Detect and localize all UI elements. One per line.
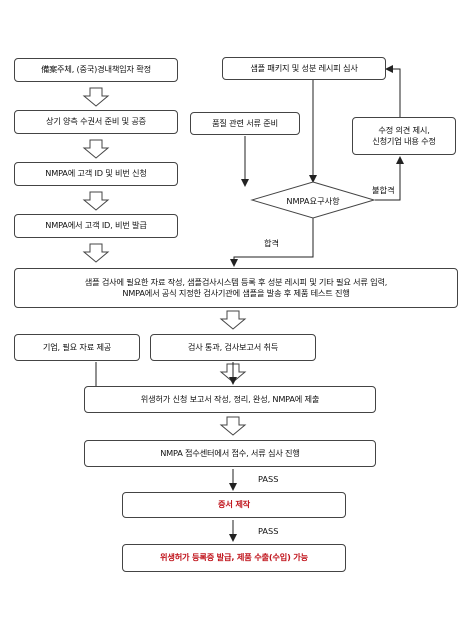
step-test-report: 검사 통과, 검사보고서 취득	[150, 334, 316, 361]
block-arrow-5	[219, 310, 247, 330]
decision-label: NMPA요구사항	[286, 196, 340, 206]
arrow-revise	[385, 65, 401, 117]
revision-line-1: 수정 의견 제시,	[378, 124, 430, 135]
arrow-pass-to-s5	[230, 218, 314, 267]
step-certificate: 증서 제작	[122, 492, 346, 518]
step-revision: 수정 의견 제시, 신청기업 내용 수정	[352, 117, 456, 155]
step-power-of-attorney: 상기 양측 수권서 준비 및 공증	[14, 110, 178, 134]
step-sample-testing: 샘플 검사에 필요한 자료 작성, 샘플검사시스템 등록 후 성분 레시피 및 …	[14, 268, 458, 308]
block-arrow-1	[82, 87, 110, 107]
block-arrow-7	[219, 416, 247, 436]
pass-kr-label: 합격	[264, 238, 280, 248]
step-id-issued: NMPA에서 고객 ID, 비번 발급	[14, 214, 178, 238]
step-quality-docs: 품질 관련 서류 준비	[190, 112, 300, 135]
fail-label: 불합격	[372, 185, 395, 195]
step-company-data: 기업, 필요 자료 제공	[14, 334, 140, 361]
step-submit-report: 위생허가 신청 보고서 작성, 정리, 완성, NMPA에 제출	[84, 386, 376, 413]
block-arrow-3	[82, 191, 110, 211]
pass-label-1: PASS	[258, 474, 279, 484]
decision-diamond-shape	[250, 181, 376, 219]
sample-testing-line-2: NMPA에서 공식 지정한 검사기관에 샘플을 발송 후 제품 테스트 진행	[122, 288, 350, 298]
step-apply-id: NMPA에 고객 ID 및 비번 신청	[14, 162, 178, 186]
block-arrow-4	[82, 243, 110, 263]
pass-label-2: PASS	[258, 526, 279, 536]
arrow-fail	[375, 156, 404, 201]
sample-testing-line-1: 샘플 검사에 필요한 자료 작성, 샘플검사시스템 등록 후 성분 레시피 및 …	[84, 276, 388, 287]
block-arrow-2	[82, 139, 110, 159]
revision-line-2: 신청기업 내용 수정	[372, 136, 436, 146]
step-entity-confirm: 備案주체, (중국)경내책임자 확정	[14, 58, 178, 82]
step-registration-issued: 위생허가 등록증 발급, 제품 수출(수입) 가능	[122, 544, 346, 572]
step-nmpa-review: NMPA 접수센터에서 접수, 서류 심사 진행	[84, 440, 376, 467]
step-sample-review: 샘플 패키지 및 성분 레시피 심사	[222, 57, 386, 80]
